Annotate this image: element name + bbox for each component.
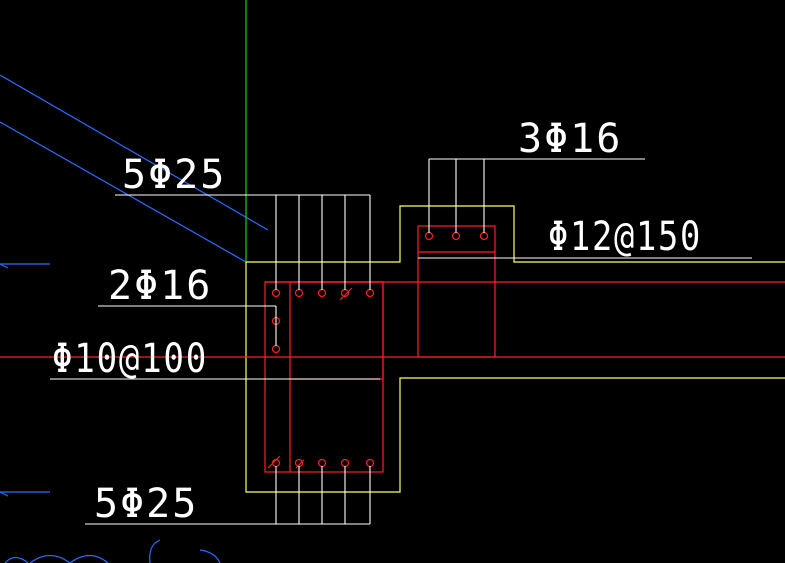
rebar-dot [424,231,434,241]
rebar-dots [271,231,489,468]
concrete-outline [245,205,785,493]
upper-left-hatch [0,74,269,563]
leader-lines [50,158,752,525]
slab-stirrup [417,225,496,358]
label-side-bars: 2Φ16 [108,263,212,309]
rebar-dot [294,288,304,298]
rebar-dot [365,458,375,468]
label-slab-rebar-count: 3Φ16 [518,116,622,162]
label-beam-stirrup: Φ10@100 [52,336,208,382]
rebar-dot [271,288,281,298]
label-slab-stirrup: Φ12@150 [548,214,702,260]
beam-stirrup-outer [264,281,384,473]
rebar-dot [271,344,281,354]
rebar-dot [479,231,489,241]
rebar-dot [317,458,327,468]
rebar-dot [317,288,327,298]
label-top-beam-bars: 5Φ25 [122,152,226,198]
rebar-dot [451,231,461,241]
rebar-dot [365,288,375,298]
label-bottom-beam-bars: 5Φ25 [94,481,198,527]
rebar-dot [340,458,350,468]
